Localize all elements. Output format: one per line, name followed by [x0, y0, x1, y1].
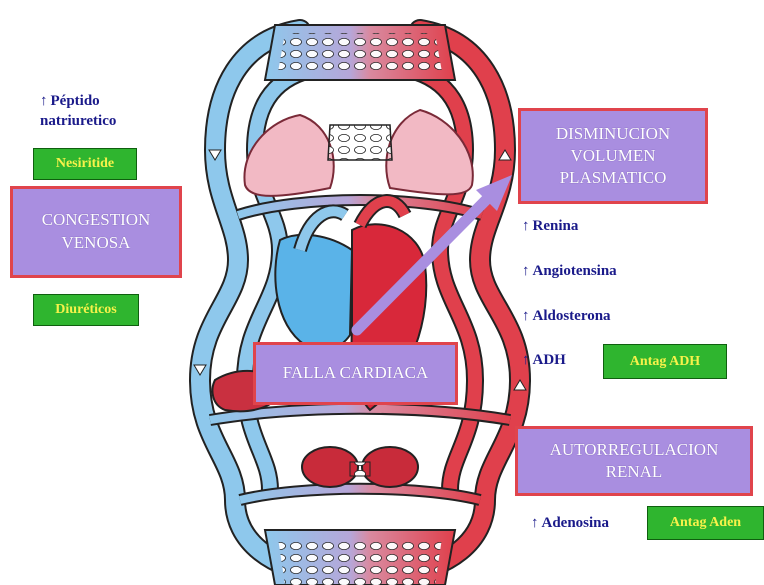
lungs: [244, 110, 472, 196]
adenosina-label: ↑Adenosina: [531, 515, 609, 532]
congestion-venosa-box: CONGESTION VENOSA: [10, 186, 182, 278]
heart-right-side: [275, 235, 352, 350]
falla-cardiaca-box: FALLA CARDIACA: [253, 342, 458, 405]
kidneys: [302, 447, 418, 487]
up-arrow-icon: ↑: [40, 93, 48, 109]
antag-aden-badge: Antag Aden: [647, 506, 764, 540]
antag-adh-text: Antag ADH: [630, 354, 700, 370]
congestion-line2: VENOSA: [62, 232, 131, 255]
up-arrow-icon: ↑: [531, 515, 539, 531]
adh-text: ADH: [533, 352, 566, 368]
aldosterona-text: Aldosterona: [533, 308, 611, 324]
up-arrow-icon: ↑: [522, 352, 530, 368]
falla-text: FALLA CARDIACA: [283, 362, 429, 385]
autorreg-line1: AUTORREGULACION: [550, 439, 719, 461]
autorregulacion-renal-box: AUTORREGULACION RENAL: [515, 426, 753, 496]
angiotensina-label: ↑Angiotensina: [522, 263, 617, 280]
angiotensina-text: Angiotensina: [533, 263, 617, 279]
diureticos-badge: Diuréticos: [33, 294, 139, 326]
congestion-line1: CONGESTION: [42, 209, 151, 232]
adenosina-text: Adenosina: [542, 515, 610, 531]
peptido-line1: Péptido: [51, 93, 100, 109]
up-arrow-icon: ↑: [522, 308, 530, 324]
renina-label: ↑Renina: [522, 218, 578, 235]
disminucion-line1: DISMINUCION: [556, 123, 670, 145]
peptido-line2: natriuretico: [40, 112, 116, 132]
up-arrow-icon: ↑: [522, 263, 530, 279]
up-arrow-icon: ↑: [522, 218, 530, 234]
disminucion-line2: VOLUMEN: [571, 145, 656, 167]
peptido-label: ↑Péptido natriuretico: [40, 92, 116, 131]
antag-aden-text: Antag Aden: [670, 515, 741, 531]
bottom-capillary-bed: [265, 530, 455, 585]
diureticos-text: Diuréticos: [55, 302, 116, 318]
disminucion-volumen-box: DISMINUCION VOLUMEN PLASMATICO: [518, 108, 708, 204]
nesiritide-text: Nesiritide: [56, 156, 114, 172]
renina-text: Renina: [533, 218, 579, 234]
disminucion-line3: PLASMATICO: [560, 167, 667, 189]
aldosterona-label: ↑Aldosterona: [522, 308, 611, 325]
top-capillary-bed: [265, 25, 455, 80]
autorreg-line2: RENAL: [606, 461, 663, 483]
antag-adh-badge: Antag ADH: [603, 344, 727, 379]
adh-label: ↑ADH: [522, 352, 566, 369]
nesiritide-badge: Nesiritide: [33, 148, 137, 180]
